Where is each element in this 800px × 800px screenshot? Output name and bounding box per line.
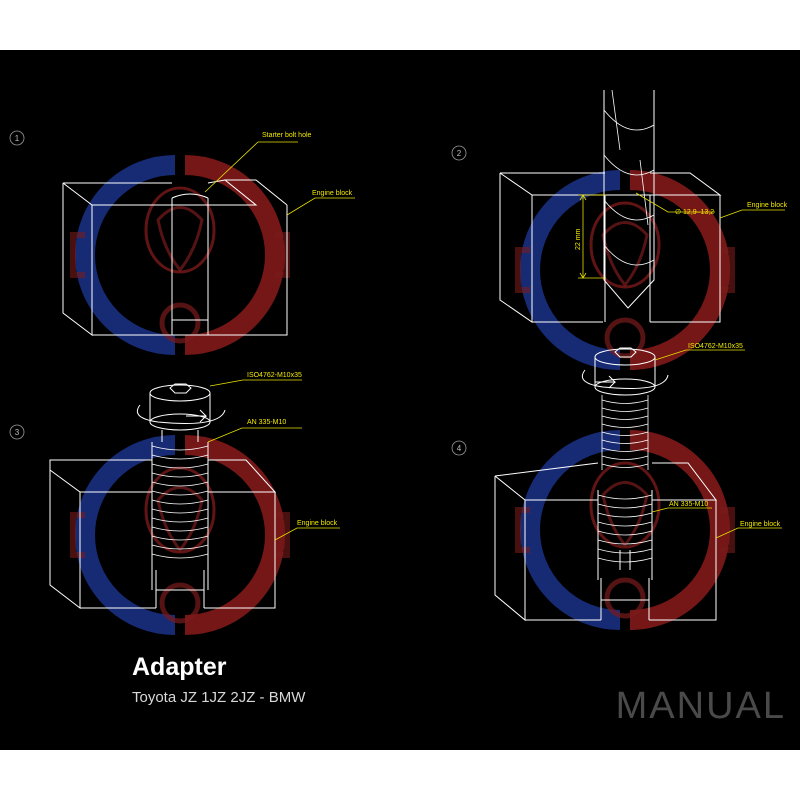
step-4: 4 ISO4762-M10x35 AN 335-M10 [451, 343, 782, 622]
step-4-number: 4 [457, 444, 462, 453]
step-4-circle [451, 440, 467, 456]
watermark-logo-2 [518, 180, 732, 360]
hole-label: Starter bolt hole [262, 132, 312, 139]
watermark-logo-3 [73, 445, 287, 625]
callout-line-block-4 [715, 527, 782, 539]
engine-block-label-2: Engine block [747, 202, 788, 209]
watermark-logo-1 [73, 165, 287, 345]
callout-line-hole-1 [204, 141, 298, 193]
step-3-number: 3 [15, 428, 20, 437]
bolt-label-3: ISO4762-M10x35 [247, 372, 302, 379]
rotation-arrow-icon [136, 404, 226, 424]
callout-line-insert-3 [207, 427, 302, 443]
callout-line-block-1 [286, 197, 355, 216]
engine-block-label-3: Engine block [297, 520, 338, 527]
step-2-circle [451, 145, 467, 161]
step-2-number: 2 [457, 149, 462, 158]
callout-line-bolt-3 [209, 379, 302, 387]
callout-line-block-2 [719, 209, 785, 219]
engine-block-3 [49, 459, 277, 610]
page-title: Adapter [132, 653, 227, 681]
insert-label-3: AN 335-M10 [247, 419, 286, 426]
manual-page: 1 Starter bolt hole Engine block 2 [0, 50, 800, 750]
callout-line-bolt-4 [654, 349, 745, 361]
step-2: 2 22 mm ∅ 12,9–13,2 Engine block [451, 89, 788, 360]
drill-bit [603, 89, 655, 309]
brand-wordmark: MANUAL [615, 685, 786, 727]
page-subtitle: Toyota JZ 1JZ 2JZ - BMW [132, 689, 306, 706]
step-1-circle [9, 130, 25, 146]
thread-insert-3 [151, 442, 209, 590]
engine-block-label-1: Engine block [312, 190, 353, 197]
bolt-label-4: ISO4762-M10x35 [688, 343, 743, 350]
insert-label-4: AN 335-M10 [669, 501, 708, 508]
bolt-4 [594, 347, 656, 470]
thread-insert-4 [597, 490, 653, 580]
engine-block-4 [494, 462, 718, 622]
engine-block-label-4: Engine block [740, 521, 781, 528]
bolt-3 [149, 383, 211, 442]
step-3: 3 ISO4762-M10x35 AN 335-M10 Engine block [9, 372, 340, 625]
depth-label: 22 mm [575, 228, 582, 250]
step-1: 1 Starter bolt hole Engine block [9, 130, 355, 345]
callout-line-insert-4 [651, 507, 712, 513]
engine-block-2 [499, 172, 722, 323]
engine-block-1 [62, 179, 288, 337]
step-3-circle [9, 424, 25, 440]
depth-dimension: 22 mm [575, 194, 606, 279]
step-1-number: 1 [15, 134, 20, 143]
assembly-diagram: 1 Starter bolt hole Engine block 2 [9, 89, 788, 750]
rotation-arrow-icon-4 [581, 369, 669, 389]
diameter-label: ∅ 12,9–13,2 [675, 209, 714, 216]
watermark-logo-4 [518, 440, 732, 620]
callout-line-diameter [635, 192, 715, 213]
callout-line-block-3 [274, 527, 340, 541]
